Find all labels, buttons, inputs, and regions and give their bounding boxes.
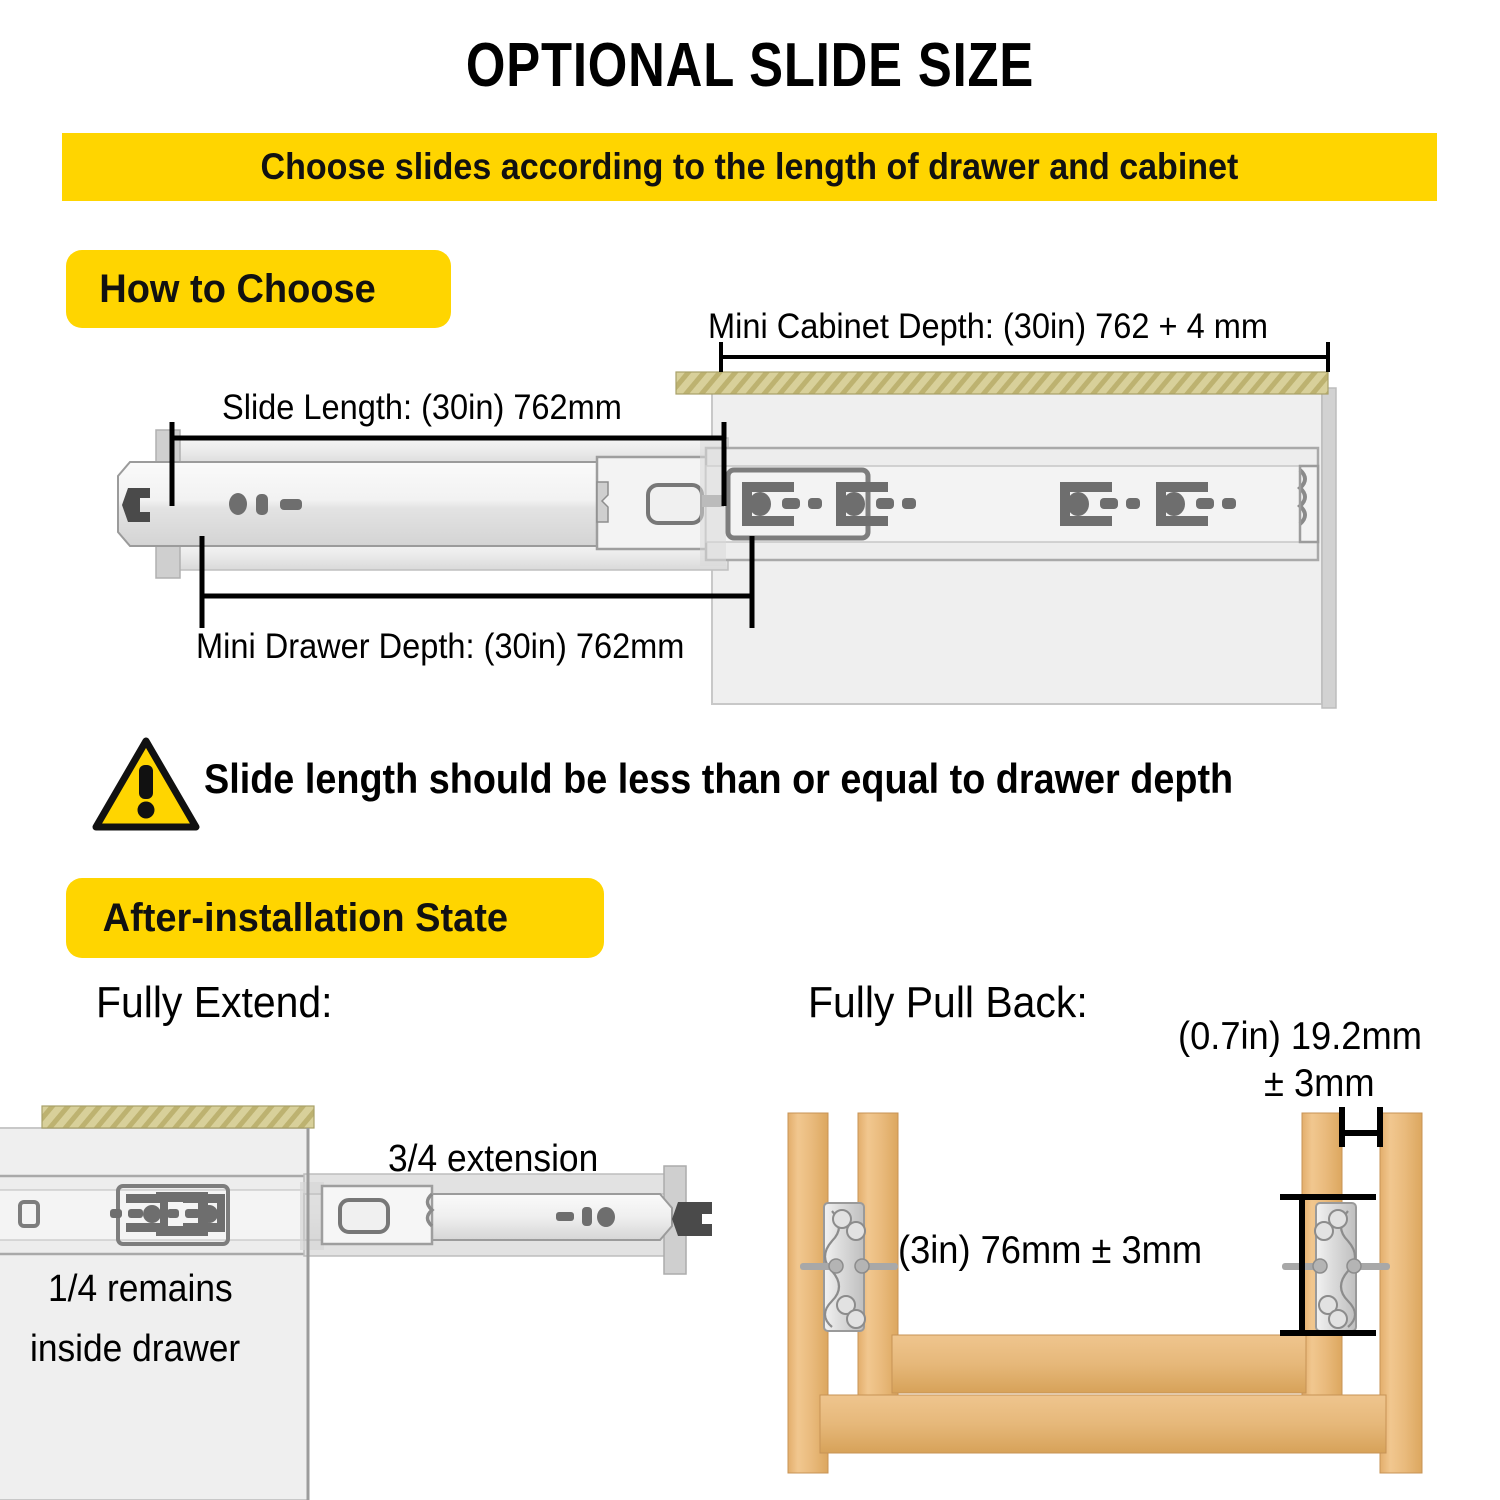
mount-hole-group-1 [725, 467, 871, 541]
slide-hardware-left [800, 1202, 898, 1332]
label-drawer-depth: Mini Drawer Depth: (30in) 762mm [196, 627, 685, 666]
dimension-cabinet-depth [719, 342, 1330, 372]
how-to-choose-diagram: Mini Cabinet Depth: (30in) 762 + 4 mm Sl… [0, 307, 1500, 730]
section-heading-how-to-choose: How to Choose [66, 250, 451, 328]
cabinet-slide-rail [700, 440, 1320, 566]
subtitle-banner-text: Choose slides according to the length of… [260, 146, 1239, 187]
mount-hole-icon [167, 1194, 225, 1232]
fully-pull-back-svg [780, 1085, 1500, 1500]
fully-pull-back-heading: Fully Pull Back: [808, 978, 1088, 1027]
extended-slide-rail [300, 1165, 712, 1275]
section-heading-after-installation-label: After-installation State [102, 895, 509, 940]
dimension-gap-0_7in [1339, 1107, 1383, 1147]
section-heading-how-to-choose-label: How to Choose [99, 266, 376, 311]
label-height-76mm: (3in) 76mm ± 3mm [898, 1229, 1203, 1272]
dimension-height-76mm [1280, 1194, 1376, 1336]
fully-extend-diagram: 3/4 extension 1/4 remains inside drawer [0, 1090, 780, 1500]
label-gap-line2: ± 3mm [1264, 1062, 1375, 1105]
slide-and-cabinet-svg [117, 342, 1337, 709]
fully-pull-back-diagram: (0.7in) 19.2mm ± 3mm (3in) 76mm ± 3mm [780, 1015, 1500, 1500]
label-quarter-remains-line2: inside drawer [30, 1328, 241, 1370]
label-three-quarter-extension: 3/4 extension [388, 1138, 599, 1180]
mount-hole-icon [110, 1194, 168, 1232]
fully-extend-heading: Fully Extend: [96, 978, 333, 1027]
warning-text: Slide length should be less than or equa… [204, 755, 1234, 802]
section-heading-after-installation: After-installation State [66, 878, 604, 958]
page-title: OPTIONAL SLIDE SIZE [465, 31, 1035, 100]
cabinet-top-board [675, 371, 1329, 395]
warning-row: Slide length should be less than or equa… [92, 735, 1442, 835]
mount-hole-icon [742, 482, 822, 526]
slide-hardware-right [1282, 1202, 1390, 1332]
label-quarter-remains-line1: 1/4 remains [48, 1268, 233, 1310]
label-gap-line1: (0.7in) 19.2mm [1178, 1015, 1422, 1058]
fully-extend-svg [0, 1105, 712, 1500]
mount-hole-icon [1060, 482, 1140, 526]
dimension-drawer-depth [199, 536, 755, 628]
mount-hole-icon [1156, 482, 1236, 526]
drawer-side-rail [0, 1174, 310, 1256]
mount-hole-icon [836, 482, 916, 526]
subtitle-banner: Choose slides according to the length of… [62, 133, 1437, 201]
mount-hole-icon [18, 1200, 40, 1228]
warning-triangle-icon [92, 737, 200, 831]
label-slide-length: Slide Length: (30in) 762mm [222, 388, 622, 428]
dimension-slide-length [169, 422, 727, 506]
label-cabinet-depth: Mini Cabinet Depth: (30in) 762 + 4 mm [708, 307, 1268, 346]
drawer-slide-rail [117, 429, 731, 579]
